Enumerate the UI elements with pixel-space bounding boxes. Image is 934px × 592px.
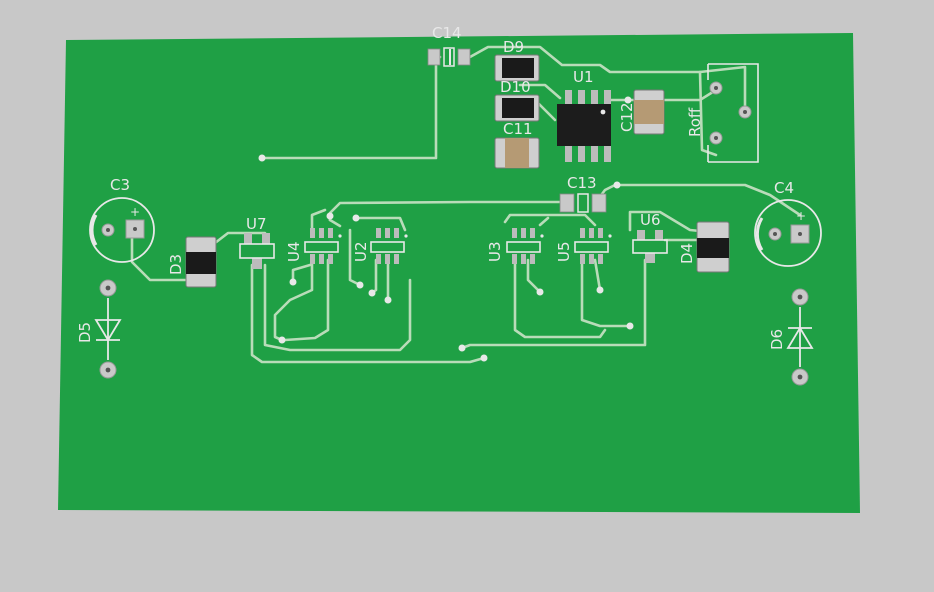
label-u5: U5 [555, 241, 573, 262]
capacitor-c11: C11 [494, 120, 540, 169]
label-c11: C11 [503, 120, 533, 138]
label-c4: C4 [774, 179, 794, 197]
transistor-u6: U6 [632, 211, 668, 263]
vias [258, 96, 634, 362]
capacitor-c14: C14 [427, 24, 471, 67]
label-d10: D10 [500, 78, 531, 96]
label-d4: D4 [678, 243, 696, 264]
diode-d4: D4 [678, 221, 730, 273]
diode-d10: D10 [494, 78, 540, 122]
label-u3: U3 [486, 241, 504, 262]
label-c3: C3 [110, 176, 130, 194]
label-d9: D9 [503, 38, 524, 56]
resistor-roff: Roff [686, 63, 759, 163]
transistor-u7: U7 [239, 215, 275, 269]
capacitor-c3: + C3 [89, 176, 155, 263]
diode-d3: D3 [167, 236, 217, 288]
c3-plus-mark: + [130, 205, 140, 219]
ic-u2: U2 [352, 228, 408, 264]
ic-u1: U1 [557, 68, 611, 162]
pcb-board [58, 33, 860, 513]
capacitor-c4: + C4 [754, 179, 822, 267]
label-u1: U1 [573, 68, 594, 86]
diode-d6: D6 [768, 288, 814, 386]
label-roff: Roff [686, 107, 704, 137]
ic-u5: U5 [555, 228, 612, 264]
label-c14: C14 [432, 24, 462, 42]
label-d6: D6 [768, 329, 786, 350]
label-c12: C12 [618, 102, 636, 132]
capacitor-c13: C13 [559, 174, 607, 213]
label-u4: U4 [285, 241, 303, 262]
label-u6: U6 [640, 211, 661, 229]
diode-d9: D9 [494, 38, 540, 82]
label-c13: C13 [567, 174, 597, 192]
ic-u3: U3 [486, 228, 544, 264]
label-d3: D3 [167, 254, 185, 275]
label-u7: U7 [246, 215, 267, 233]
label-d5: D5 [76, 322, 94, 343]
ic-u4: U4 [285, 228, 342, 264]
c4-plus-mark: + [796, 209, 806, 223]
diode-d5: D5 [76, 279, 122, 379]
capacitor-c12: C12 [618, 89, 665, 135]
label-u2: U2 [352, 241, 370, 262]
